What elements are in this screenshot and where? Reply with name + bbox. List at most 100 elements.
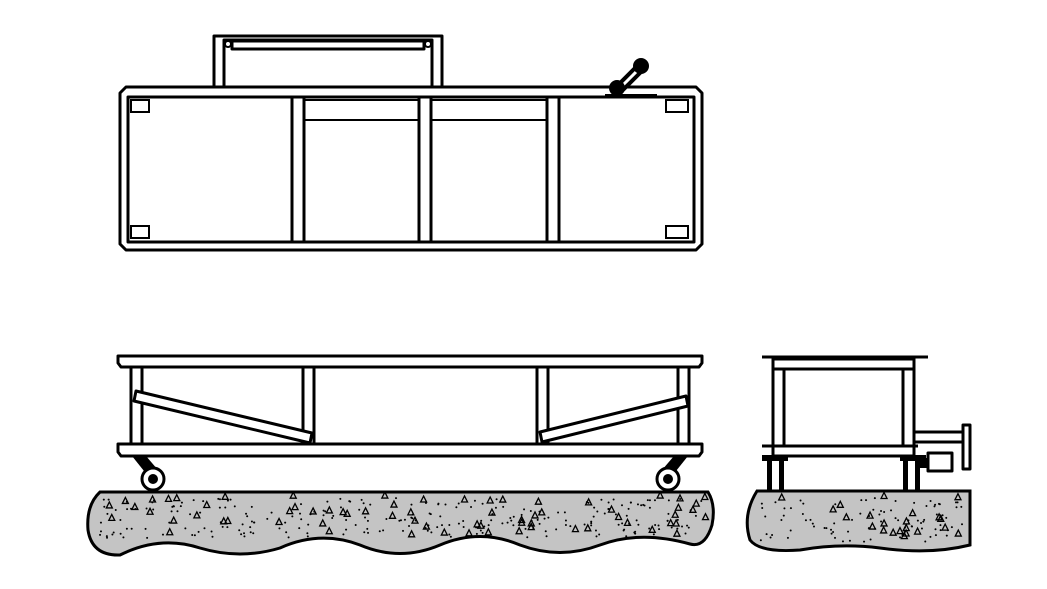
aggregate-mark (361, 506, 370, 515)
aggregate-dot (285, 531, 288, 534)
aggregate-dot (860, 499, 863, 502)
aggregate-dot (146, 536, 149, 539)
aggregate-dot (950, 526, 953, 529)
aggregate-dot (300, 503, 303, 506)
aggregate-dot (523, 508, 526, 511)
aggregate-mark (584, 497, 593, 506)
aggregate-dot (960, 505, 963, 508)
aggregate-dot (444, 503, 447, 506)
aggregate-dot (694, 514, 697, 517)
aggregate-mark (688, 504, 697, 513)
side-view (86, 354, 715, 557)
aggregate-dot (569, 525, 572, 528)
aggregate-mark (422, 521, 431, 530)
aggregate-dot (99, 530, 102, 533)
aggregate-mark (583, 523, 592, 532)
aggregate-dot (366, 527, 369, 530)
aggregate-dot (253, 521, 256, 524)
aggregate-dot (922, 520, 925, 523)
aggregate-mark (900, 531, 909, 540)
aggregate-dot (603, 512, 606, 515)
aggregate-dot (804, 519, 807, 522)
aggregate-dot (99, 521, 102, 524)
aggregate-dot (935, 513, 938, 516)
aggregate-mark (419, 494, 428, 503)
aggregate-dot (440, 524, 443, 527)
aggregate-dot (168, 521, 171, 524)
aggregate-mark (935, 512, 944, 521)
aggregate-dot (590, 520, 593, 523)
aggregate-dot (243, 535, 246, 538)
aggregate-dot (836, 506, 839, 509)
aggregate-dot (179, 505, 182, 508)
aggregate-dot (925, 505, 928, 508)
aggregate-mark (309, 506, 318, 515)
aggregate-dot (681, 525, 684, 528)
aggregate-dot (543, 517, 546, 520)
aggregate-dot (367, 531, 370, 534)
aggregate-mark (121, 495, 130, 505)
aggregate-mark (842, 512, 851, 521)
aggregate-dot (890, 509, 893, 512)
aggregate-dot (670, 526, 673, 529)
aggregate-dot (403, 518, 406, 521)
aggregate-dot (250, 520, 253, 523)
aggregate-dot (270, 511, 273, 514)
aggregate-dot (648, 506, 651, 509)
aggregate-mark (169, 515, 178, 524)
aggregate-mark (274, 517, 284, 526)
aggregate-dot (184, 527, 187, 530)
aggregate-dot (564, 524, 567, 527)
corner-brackets (130, 99, 689, 239)
aggregate-dot (180, 501, 183, 504)
aggregate-mark (380, 490, 389, 499)
aggregate-mark (607, 504, 616, 513)
aggregate-dot (666, 519, 669, 522)
aggregate-dot (593, 506, 596, 509)
aggregate-dot (811, 522, 814, 525)
aggregate-dot (462, 525, 465, 528)
aggregate-mark (666, 518, 675, 527)
aggregate-dot (510, 519, 513, 522)
aggregate-mark (410, 515, 420, 524)
aggregate-dot (934, 503, 937, 506)
aggregate-mark (527, 522, 536, 531)
aggregate-dot (934, 528, 937, 531)
aggregate-dot (382, 529, 385, 532)
aggregate-dot (130, 507, 133, 510)
aggregate-mark (701, 512, 710, 521)
aggregate-mark (571, 524, 580, 533)
aggregate-dot (894, 499, 897, 502)
aggregate-mark (486, 495, 495, 504)
post (545, 95, 561, 244)
aggregate-mark (515, 526, 524, 535)
aggregate-dot (481, 502, 484, 505)
aggregate-dot (448, 524, 451, 527)
aggregate-dot (429, 513, 432, 516)
aggregate-dot (769, 536, 772, 539)
aggregate-dot (832, 531, 835, 534)
aggregate-dot (625, 535, 628, 538)
aggregate-dot (563, 511, 566, 514)
aggregate-dot (880, 509, 883, 512)
aggregate-dot (455, 506, 458, 509)
aggregate-mark (953, 492, 963, 501)
concrete-texture (759, 491, 964, 543)
aggregate-dot (782, 514, 785, 517)
aggregate-mark (389, 499, 399, 508)
aggregate-dot (538, 522, 541, 525)
aggregate-mark (105, 500, 114, 509)
aggregate-dot (364, 516, 367, 519)
aggregate-dot (799, 499, 802, 502)
aggregate-mark (868, 521, 877, 530)
aggregate-dot (676, 527, 679, 530)
aggregate-dot (512, 515, 515, 518)
aggregate-dot (863, 540, 866, 543)
aggregate-dot (395, 497, 398, 500)
aggregate-dot (679, 498, 682, 501)
aggregate-dot (590, 522, 593, 525)
aggregate-dot (897, 519, 900, 522)
aggregate-dot (408, 525, 411, 528)
aggregate-dot (170, 510, 173, 513)
aggregate-dot (112, 531, 115, 534)
